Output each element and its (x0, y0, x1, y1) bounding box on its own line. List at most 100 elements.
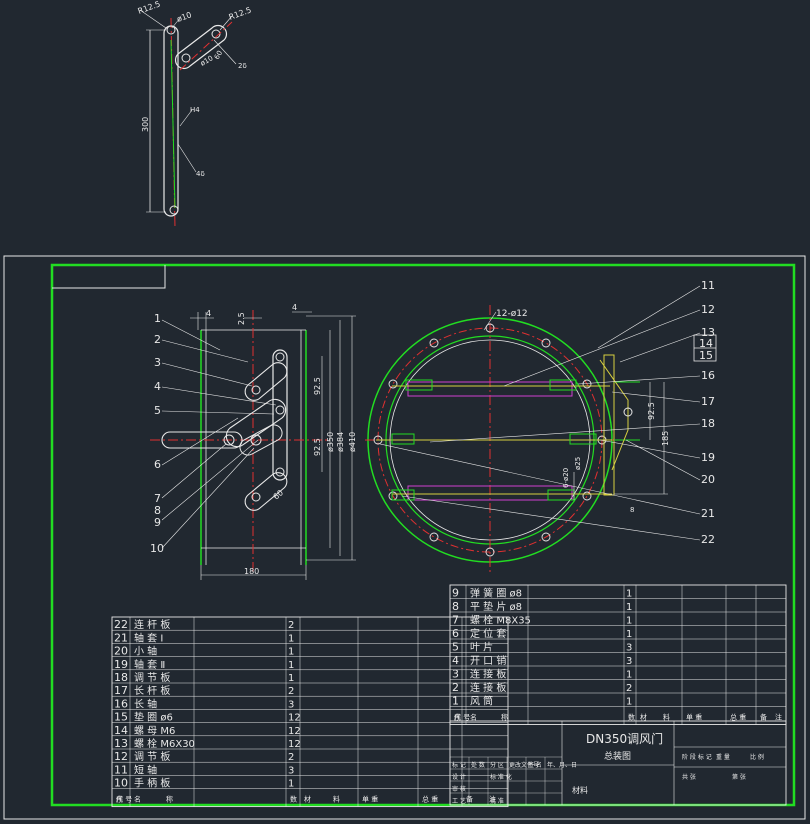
balloon-4: 4 (154, 380, 161, 393)
bolt-hole-6 (541, 532, 551, 542)
bom-right-cell-qty: 1 (626, 589, 632, 600)
bom-left-cell-name: 调 节 板 (134, 750, 170, 763)
leader-balloon-6 (161, 417, 239, 466)
balloon-22: 22 (701, 533, 715, 546)
leader-holes-12 (483, 311, 497, 331)
lever-arm-outline (174, 24, 228, 70)
bushing-top-right (549, 379, 577, 391)
label-length-300: 300 (141, 117, 150, 132)
bom-right-cell-qty: 1 (626, 616, 632, 627)
bom-left-cell-no: 14 (114, 724, 128, 737)
bom-right-header-cell: 料 (663, 713, 670, 722)
label-d410: ø410 (348, 432, 357, 452)
bom-right-cell-name: 弹 簧 圈 ø8 (470, 587, 522, 600)
handle-pivot (223, 434, 235, 446)
bom-left-cell-name: 轴 套 Ⅰ (134, 631, 163, 644)
balloon-21: 21 (701, 507, 715, 520)
bom-right-header-cell: 序 (454, 713, 461, 722)
balloon-9: 9 (154, 516, 161, 529)
title-block-cell: 工 艺 (452, 797, 466, 805)
bom-right-cell-no: 9 (452, 587, 459, 600)
leader-balloon-3 (161, 362, 253, 387)
bom-right-header-cell: 备 (760, 713, 767, 722)
bom-right-cell-no: 7 (452, 614, 459, 627)
bom-right-cell-qty: 1 (626, 670, 632, 681)
bom-left-cell-name: 轴 套 Ⅱ (134, 658, 165, 671)
bom-left-header-cell: 备 (466, 795, 473, 804)
title-block-cell: 处 数 (471, 761, 485, 769)
label-thk4-top-right: 4 (292, 303, 297, 312)
label-r125-left: R12.5 (137, 0, 162, 16)
bom-right-border (449, 584, 787, 725)
bom-left-cell-no: 11 (114, 763, 128, 776)
title-block-cell: 设 计 (452, 773, 466, 781)
corner-label-box (52, 265, 166, 289)
link-plate-bottom-hole (251, 492, 261, 502)
bom-left-cell-qty: 1 (288, 647, 294, 658)
bom-left-cell-qty: 1 (288, 779, 294, 790)
front-view-balloons: 11 12 13 14 15 16 17 18 19 20 21 22 (379, 279, 717, 546)
leader-thk2 (213, 39, 237, 65)
balloon-2: 2 (154, 333, 161, 346)
bom-left-cell-name: 长 杆 板 (134, 684, 170, 697)
side-view: 4 2.5 4 92.5 92.5 ø350 ø384 ø410 60 180 (150, 303, 357, 580)
bom-right-header-cell: 总 重 (730, 713, 746, 722)
leader-balloon-2 (161, 339, 249, 363)
leader-balloon-4 (161, 386, 277, 406)
leader-balloon-11 (597, 285, 701, 349)
leader-balloon-7 (161, 443, 227, 499)
bom-right-cell-no: 4 (452, 654, 459, 667)
bushing-bottom-left (391, 489, 415, 501)
bom-left-header-cell: 数 (290, 795, 297, 804)
label-8: 8 (630, 506, 634, 514)
bom-left-cell-no: 10 (114, 777, 128, 790)
bom-right-cell-qty: 1 (626, 697, 632, 708)
bom-left-cell-qty: 1 (288, 673, 294, 684)
bom-right-cell-name: 叶 片 (470, 641, 493, 654)
balloon-18: 18 (701, 417, 715, 430)
bom-left-cell-no: 15 (114, 711, 128, 724)
bom-left-cell-qty: 3 (288, 699, 294, 710)
balloon-12: 12 (701, 303, 715, 316)
link-plate-top (244, 362, 288, 401)
bom-left-cell-qty: 2 (288, 752, 294, 763)
lever-inner-line (170, 39, 176, 209)
label-thk2: 2δ (238, 62, 247, 70)
label-60-lower: 60 (272, 488, 286, 501)
balloon-5: 5 (154, 404, 161, 417)
bom-left-cell-qty: 1 (288, 660, 294, 671)
bolt-hole-8 (429, 532, 439, 542)
leader-balloon-1 (161, 319, 221, 351)
leader-balloon-8 (161, 439, 259, 521)
leader-balloon-20 (625, 439, 701, 481)
bom-right-cell-no: 3 (452, 668, 459, 681)
leader-h4 (179, 109, 193, 127)
lever-arm-centerline (179, 21, 233, 71)
bom-left-cell-qty: 1 (288, 633, 294, 644)
label-925-right: 92.5 (647, 402, 656, 420)
title-block-right-footer: 共 张 (682, 773, 696, 781)
bom-left-cell-no: 13 (114, 737, 128, 750)
bom-right-header-cell: 称 (501, 713, 508, 722)
leader-balloon-18 (429, 423, 701, 443)
label-25: ø25 (574, 457, 582, 470)
bom-right-cell-qty: 2 (626, 683, 632, 694)
bolt-hole-11 (388, 379, 398, 389)
bom-left-cell-no: 17 (114, 684, 128, 697)
bom-left-cell-name: 垫 圈 ø6 (134, 711, 173, 724)
bom-left-cell-no: 12 (114, 750, 128, 763)
label-185: 185 (661, 431, 670, 446)
material-label: 材料 (572, 785, 588, 795)
bom-left-cell-name: 小 轴 (134, 645, 157, 658)
bom-left-cell-no: 16 (114, 697, 128, 710)
label-gap-25: 2.5 (237, 312, 246, 325)
link-bar-right (603, 354, 615, 496)
bom-right-header-cell: 数 (628, 713, 635, 722)
bom-right-header-cell: 代 号 (454, 713, 470, 722)
balloon-15: 15 (699, 349, 713, 362)
link-plate-bottom (244, 472, 288, 511)
bom-left-header-cell: 总 重 (422, 795, 438, 804)
bolt-hole-5 (582, 491, 592, 501)
bom-right-cell-name: 定 位 套 (470, 627, 506, 640)
